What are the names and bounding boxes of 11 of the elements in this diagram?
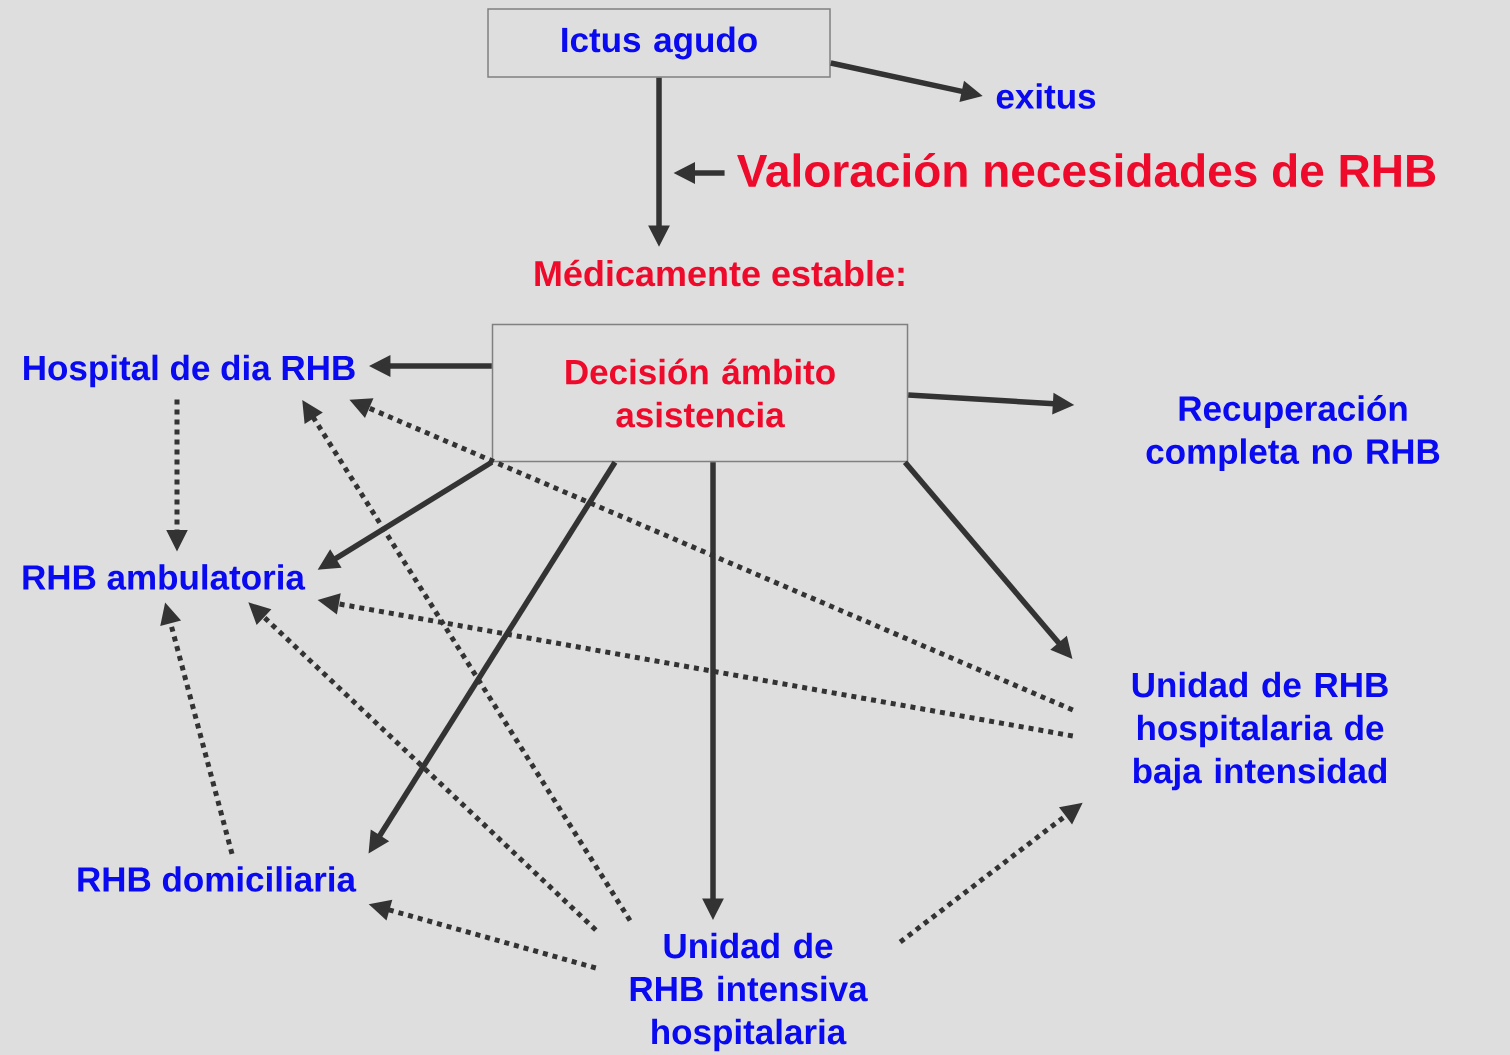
node-label: RHB domiciliaria — [78, 866, 357, 892]
node-label: Unidad de RHB intensiva hospitalaria — [630, 932, 868, 1052]
node-label: Recuperación completa no RHB — [1146, 395, 1440, 471]
node-label: Unidad de RHB hospitalaria de baja intensidad — [1132, 671, 1388, 791]
process-box: Decisión ámbito asistencia — [491, 323, 909, 463]
node-label: exitus — [996, 83, 1096, 109]
node-label: Médicamente estable: — [535, 259, 904, 287]
node-label: Hospital de dia RHB — [24, 354, 355, 388]
node-label: RHB ambulatoria — [23, 564, 306, 590]
process-box: Ictus agudo — [487, 8, 831, 78]
node-label: Valoración necesidades de RHB — [737, 152, 1436, 188]
